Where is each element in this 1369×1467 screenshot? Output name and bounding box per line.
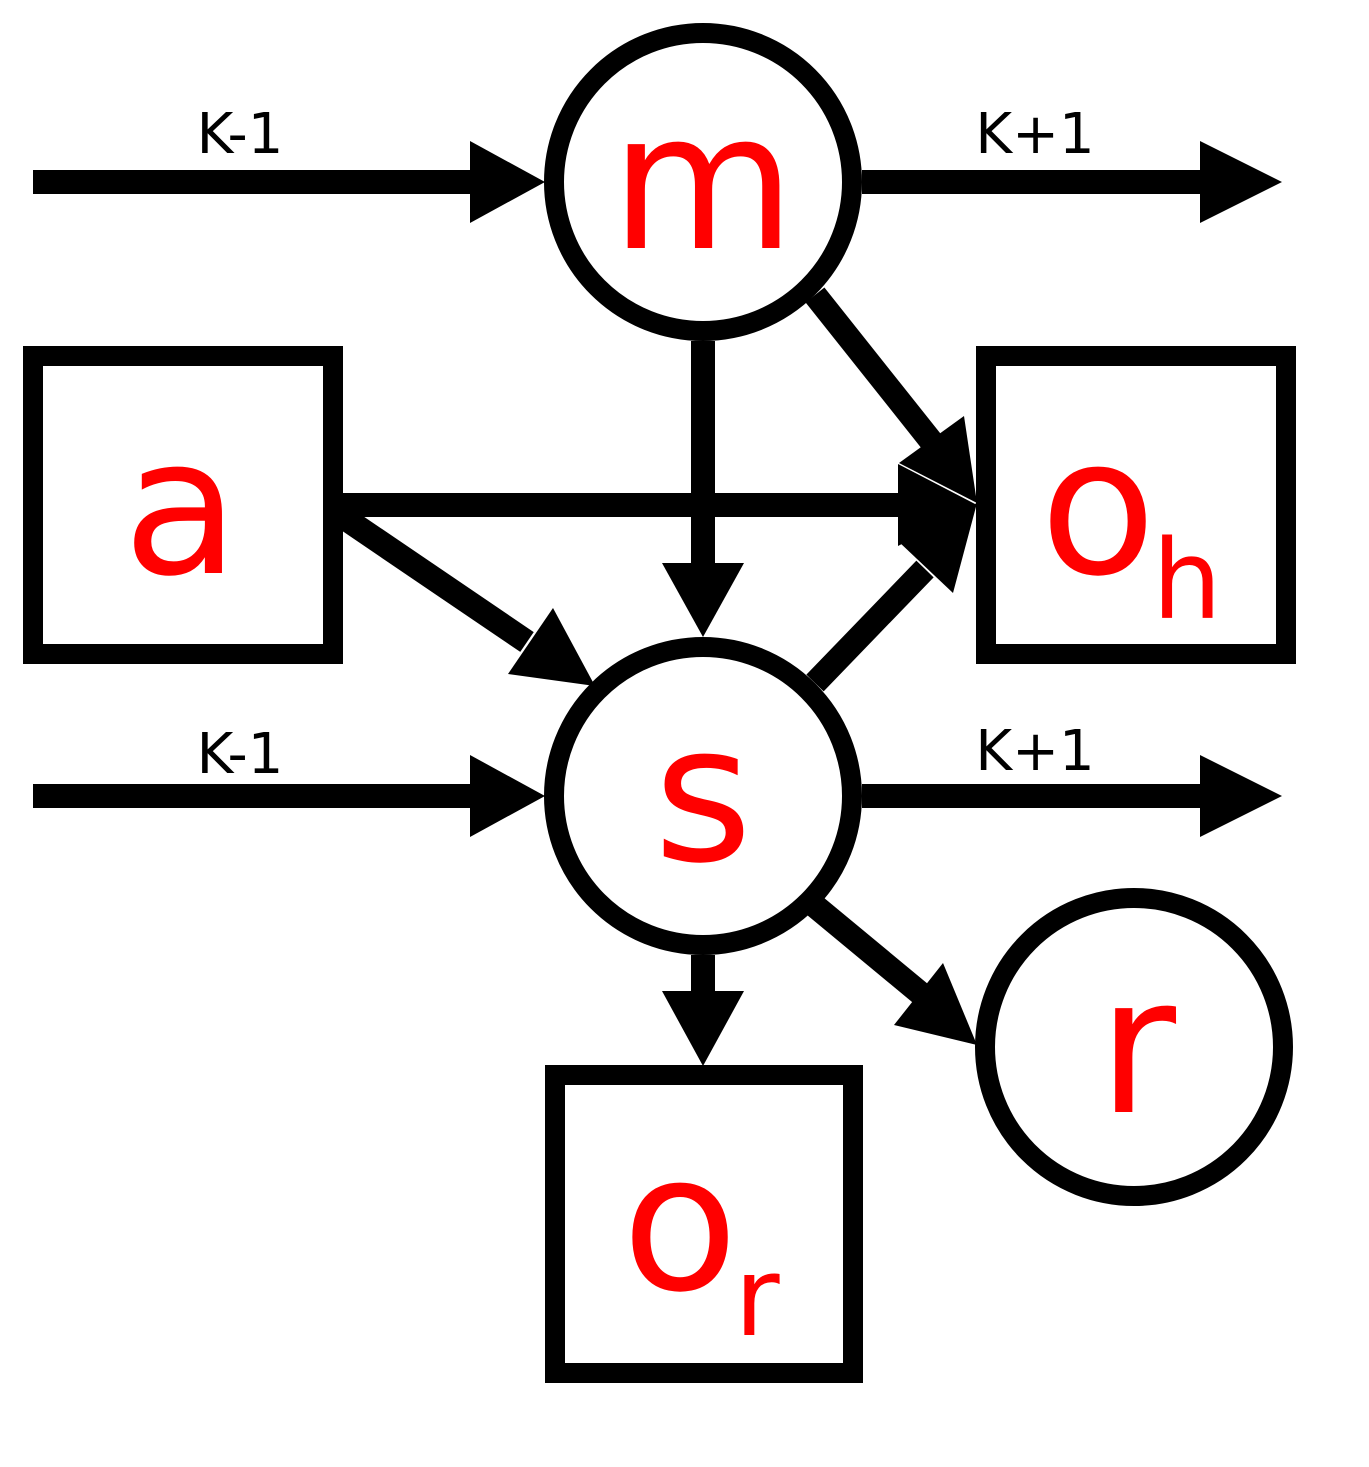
node-a-label: a: [123, 397, 239, 618]
arrowhead-s-to-r: [894, 963, 977, 1045]
node-r-label: r: [1098, 936, 1177, 1157]
arrowhead-a-to-oh: [898, 464, 977, 546]
edge-label-m-out: K+1: [975, 102, 1094, 167]
edge-label-s-out: K+1: [975, 719, 1094, 784]
arrowhead-a-to-s: [508, 608, 595, 686]
node-m: [544, 23, 862, 341]
node-oh-subscript: h: [1152, 516, 1222, 644]
arrowhead-prev-to-s: [470, 755, 545, 837]
node-or-subscript: r: [734, 1233, 780, 1361]
arrowhead-m-to-oh: [899, 416, 977, 503]
nodes: [23, 23, 1296, 1383]
node-or: [545, 1065, 863, 1383]
node-or-label: o: [622, 1113, 738, 1334]
arrowhead-s-to-oh: [898, 503, 977, 593]
node-a: [23, 346, 343, 664]
node-m-label: m: [610, 72, 795, 293]
edge-s-to-oh: [806, 560, 934, 692]
edge-a-to-s: [336, 507, 534, 652]
node-oh: [976, 346, 1296, 664]
node-s-label: s: [654, 684, 753, 905]
edges: [33, 170, 1210, 1003]
edge-label-m-in: K-1: [197, 102, 284, 167]
edge-s-to-r: [807, 896, 928, 1003]
arrowhead-s-to-next: [1200, 755, 1282, 837]
arrowhead-s-to-or: [662, 991, 744, 1066]
edge-m-to-oh: [805, 287, 945, 454]
node-oh-label: o: [1040, 397, 1156, 618]
edge-label-s-in: K-1: [197, 722, 284, 787]
arrowhead-m-to-next: [1200, 141, 1282, 223]
arrowhead-prev-to-m: [470, 141, 545, 223]
arrowheads: [470, 141, 1282, 1066]
node-s: [544, 637, 862, 955]
node-r: [975, 888, 1293, 1206]
arrowhead-m-to-s: [662, 563, 744, 637]
